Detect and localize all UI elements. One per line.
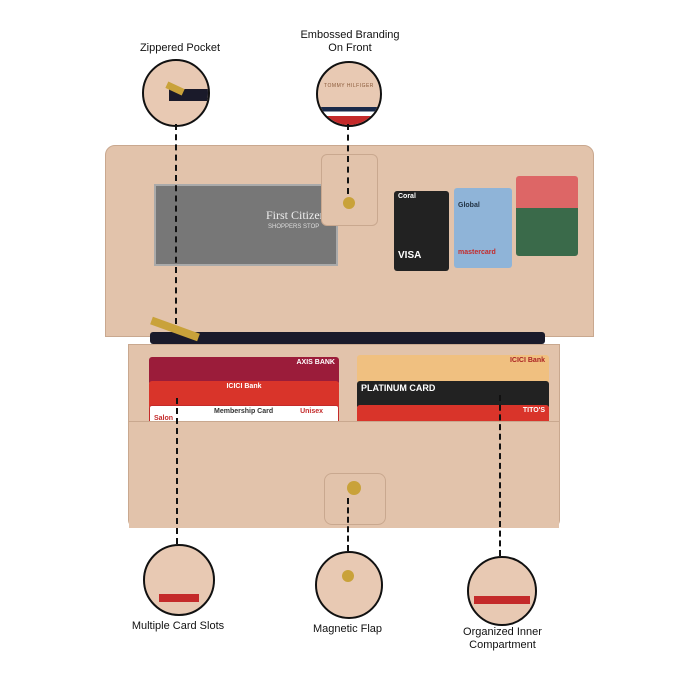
card-text: ICICI Bank	[226, 383, 262, 390]
callout-label-organized-inner: Organized Inner Compartment	[463, 626, 542, 651]
icici-debit-card: ICICI Bank	[357, 355, 549, 383]
card-text: TITO'S	[522, 407, 545, 414]
card-text: Coral	[398, 193, 416, 200]
magnet-button-icon	[342, 570, 354, 582]
card-detail	[474, 596, 530, 604]
coral-card: Coral VISA	[394, 191, 449, 271]
card-text: Global	[458, 202, 480, 209]
callout-label-magnetic-flap: Magnetic Flap	[312, 623, 383, 635]
zipper-pocket[interactable]	[150, 332, 545, 344]
pointer-line	[175, 124, 177, 324]
pointer-line	[347, 498, 349, 551]
flap-tab	[321, 154, 378, 226]
card-text: VISA	[398, 250, 422, 261]
id-window: First Citizen SHOPPERS STOP	[154, 184, 338, 266]
card-text: AXIS BANK	[296, 359, 335, 366]
icici-card: ICICI Bank	[149, 381, 339, 409]
platinum-card: PLATINUM CARD	[357, 381, 549, 409]
callout-label-embossed-branding: Embossed Branding On Front	[300, 29, 400, 54]
magnetic-flap-detail-circle	[315, 551, 383, 619]
callout-label-multiple-card-slots: Multiple Card Slots	[131, 620, 225, 632]
magnetic-flap[interactable]	[324, 473, 386, 525]
wallet-upper-panel: First Citizen SHOPPERS STOP Coral VISA G…	[105, 145, 594, 337]
wallet-lower-panel: AXIS BANK ICICI Bank Membership Card Uni…	[128, 344, 560, 528]
card-text: Unisex Salon	[154, 408, 324, 422]
card-slots-detail-circle	[143, 544, 215, 616]
pointer-line	[176, 398, 178, 544]
magnet-button-icon	[347, 481, 361, 495]
pointer-line	[499, 395, 501, 556]
brand-logo: TOMMY HILFIGER	[324, 83, 374, 89]
branding-detail-circle: TOMMY HILFIGER	[316, 61, 382, 127]
magnet-button-icon	[343, 197, 355, 209]
pointer-line	[347, 124, 349, 194]
zipper-detail-circle	[142, 59, 210, 127]
stripe-detail	[318, 107, 380, 125]
card-text: First Citizen	[266, 208, 326, 222]
inner-compartment-detail-circle	[467, 556, 537, 626]
photo-card	[516, 176, 578, 256]
card-text: mastercard	[458, 249, 496, 256]
card-text: ICICI Bank	[509, 357, 545, 364]
callout-label-zippered-pocket: Zippered Pocket	[139, 42, 221, 54]
global-card: Global mastercard	[454, 188, 512, 268]
card-text: SHOPPERS STOP	[268, 224, 320, 230]
card-detail	[159, 594, 199, 602]
card-text: PLATINUM CARD	[361, 383, 436, 393]
card-text: Membership Card	[214, 408, 274, 415]
axis-card: AXIS BANK	[149, 357, 339, 385]
